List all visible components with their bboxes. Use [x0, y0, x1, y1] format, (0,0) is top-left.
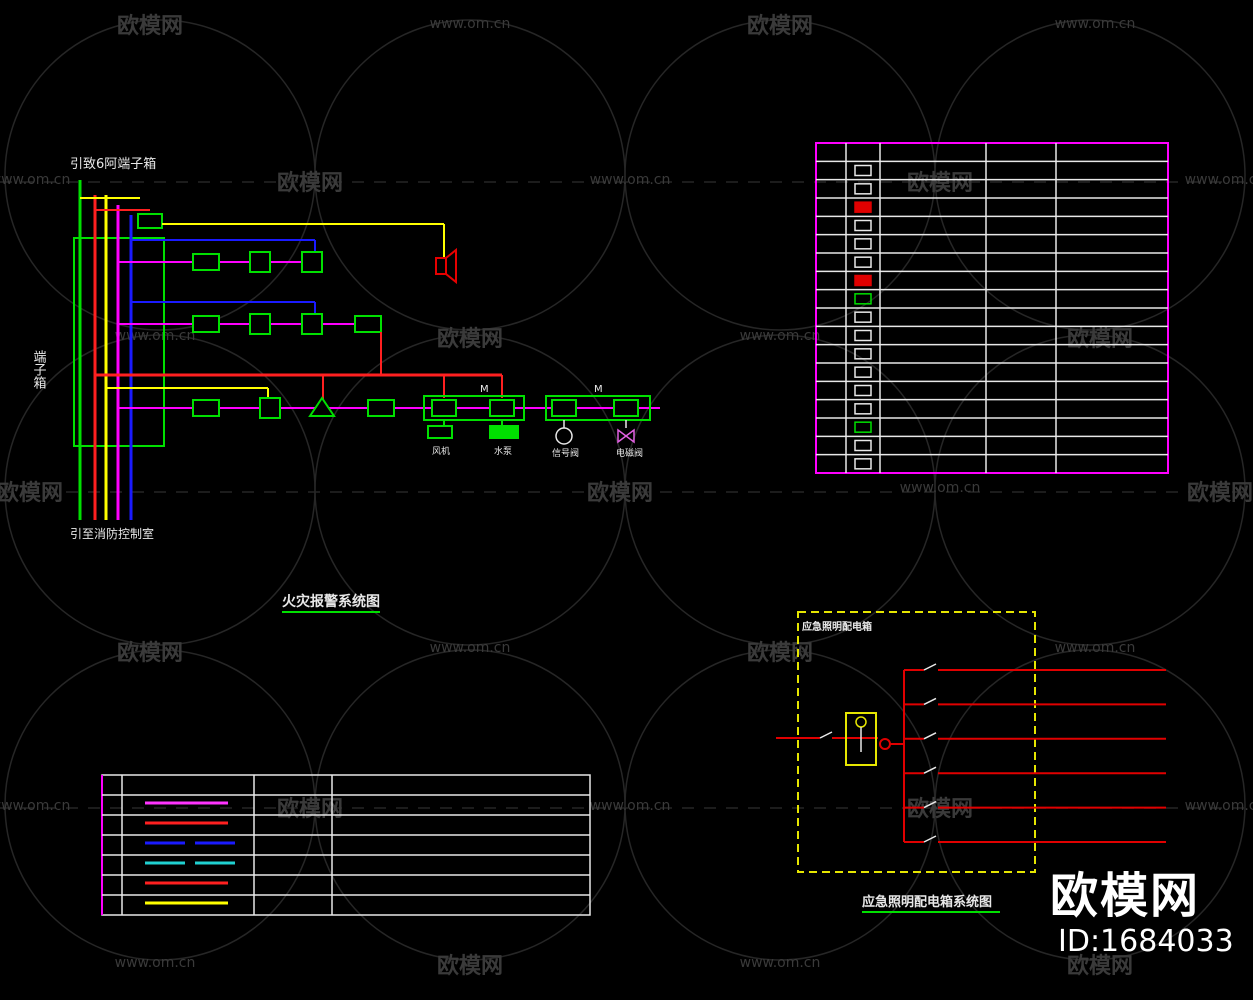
legend-symbol-icon: [854, 274, 872, 287]
input-module-icon: [367, 399, 395, 417]
breaker-icon: [923, 663, 937, 671]
watermark-url: www.om.cn: [1185, 798, 1253, 814]
manual-alarm-icon: [301, 251, 323, 273]
signal-valve-icon: [555, 427, 573, 445]
smoke-detector-icon: [192, 253, 220, 271]
svg-text:M: M: [594, 384, 603, 395]
pump-icon: [489, 425, 519, 439]
watermark-logo: 欧模网: [907, 170, 973, 196]
fan-icon: [427, 425, 453, 439]
watermark-logo: 欧模网: [747, 640, 813, 666]
watermark-logo: 欧模网: [1067, 953, 1133, 979]
manual-alarm-icon: [301, 313, 323, 335]
breaker-icon: [923, 697, 937, 706]
panel-title: 应急照明配电箱: [802, 620, 872, 633]
legend-symbol-icon: [854, 201, 872, 213]
legend-symbol-icon: [854, 329, 872, 342]
speaker-icon: [435, 247, 457, 285]
watermark-layer: [0, 19, 1253, 961]
valve-group: [545, 395, 651, 421]
legend-symbol-icon: [854, 219, 872, 232]
legend-symbol-icon: [854, 439, 872, 452]
fire-alarm-title: 火灾报警系统图: [282, 593, 380, 610]
top-source-label: 引致6阿端子箱: [70, 156, 156, 172]
breaker-icon: [923, 766, 937, 774]
watermark-url: www.om.cn: [590, 798, 671, 814]
legend-symbol-icon: [854, 348, 872, 360]
watermark-url: www.om.cn: [900, 480, 981, 496]
legend-symbol-icon: [854, 238, 872, 250]
watermark-labels: 欧模网欧模网欧模网欧模网欧模网欧模网欧模网欧模网欧模网欧模网欧模网欧模网欧模网欧…: [0, 13, 1253, 979]
device-label-pump: 水泵: [494, 445, 512, 457]
watermark-logo: 欧模网: [907, 796, 973, 822]
watermark-url: www.om.cn: [430, 640, 511, 656]
legend-symbol-icon: [854, 183, 872, 195]
legend-symbol-icon: [854, 421, 872, 433]
watermark-url: www.om.cn: [590, 172, 671, 188]
line-type-legend-table: [101, 774, 591, 916]
legend-symbol-icon: [854, 164, 872, 177]
watermark-url: www.om.cn: [0, 172, 70, 188]
device-label-fan: 风机: [432, 445, 450, 457]
svg-text:M: M: [480, 384, 489, 395]
watermark-logo: 欧模网: [277, 170, 343, 196]
fan-pump-group: [423, 395, 525, 421]
legend-symbol-icon: [854, 256, 872, 268]
watermark-url: www.om.cn: [0, 798, 70, 814]
heat-detector-icon: [249, 251, 271, 273]
breaker-icon: [923, 732, 937, 740]
control-module: [137, 213, 163, 229]
solenoid-valve-icon: [617, 428, 635, 444]
legend-symbol-icon: [854, 311, 872, 323]
legend-symbol-icon: [854, 293, 872, 305]
watermark-logo: 欧模网: [117, 13, 183, 39]
watermark-logo: 欧模网: [587, 480, 653, 506]
symbol-legend-table: [815, 142, 1169, 474]
manual-alarm-icon: [259, 397, 281, 419]
watermark-url: www.om.cn: [1055, 640, 1136, 656]
device-label-solenoid-valve: 电磁阀: [616, 447, 643, 459]
watermark-logo: 欧模网: [277, 796, 343, 822]
module-icon: [354, 315, 382, 333]
watermark-url: www.om.cn: [740, 955, 821, 971]
eps-unit: [845, 712, 877, 766]
watermark-url: www.om.cn: [115, 955, 196, 971]
watermark-logo: 欧模网: [1187, 480, 1253, 506]
legend-symbol-icon: [854, 384, 872, 397]
watermark-logo: 欧模网: [747, 13, 813, 39]
brand-id: ID:1684033: [1058, 924, 1234, 959]
breaker-icon: [923, 835, 937, 843]
brand-stamp: 欧模网 ID:1684033: [1050, 868, 1250, 960]
watermark-url: www.om.cn: [115, 328, 196, 344]
device-label-signal-valve: 信号阀: [552, 447, 579, 459]
watermark-logo: 欧模网: [117, 640, 183, 666]
watermark-logo: 欧模网: [1067, 326, 1133, 352]
legend-symbol-icon: [854, 403, 872, 415]
flame-detector-icon: [308, 396, 336, 417]
brand-name: 欧模网: [1050, 868, 1201, 924]
watermark-url: www.om.cn: [740, 328, 821, 344]
smoke-detector-icon: [192, 399, 220, 417]
terminal-box-label: 端子箱: [31, 350, 47, 389]
watermark-url: www.om.cn: [1185, 172, 1253, 188]
fire-alarm-system-diagram: 引致6阿端子箱 端子箱: [31, 156, 660, 613]
smoke-detector-icon: [192, 315, 220, 333]
main-switch-icon: [819, 731, 833, 739]
panel-boundary: [797, 611, 1036, 873]
bus-node-icon: [879, 738, 891, 750]
watermark-logo: 欧模网: [0, 480, 63, 506]
watermark-logo: 欧模网: [437, 953, 503, 979]
legend-symbol-icon: [854, 458, 872, 470]
watermark-logo: 欧模网: [437, 326, 503, 352]
watermark-url: www.om.cn: [430, 16, 511, 32]
legend-symbol-icon: [854, 366, 872, 378]
emergency-lighting-panel-diagram: 应急照明配电箱 应急照明配电箱系统图: [776, 611, 1166, 913]
heat-detector-icon: [249, 313, 271, 335]
bottom-destination-label: 引至消防控制室: [70, 526, 154, 541]
emergency-panel-caption: 应急照明配电箱系统图: [862, 894, 992, 910]
watermark-url: www.om.cn: [1055, 16, 1136, 32]
breaker-icon: [923, 800, 937, 809]
